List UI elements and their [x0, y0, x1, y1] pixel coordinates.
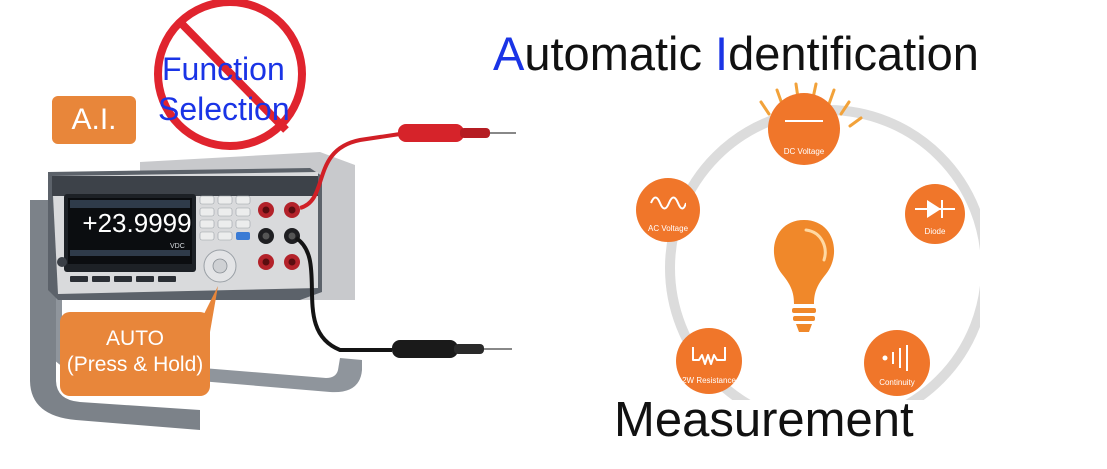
- ai-badge: A.I.: [52, 96, 136, 144]
- resistor-icon: [692, 347, 726, 365]
- multimeter-drawing: [30, 0, 516, 430]
- auto-callout-line2: (Press & Hold): [66, 353, 204, 376]
- headline-dentification: dentification: [728, 27, 979, 80]
- multimeter-illustration: [30, 0, 516, 430]
- diode-icon: [915, 200, 955, 218]
- node-diode: Diode: [905, 184, 965, 244]
- meter-display-unit: VDC: [170, 243, 185, 250]
- node-dc-voltage-label: DC Voltage: [783, 147, 825, 156]
- function-label: Function: [162, 51, 285, 87]
- node-ac-voltage: AC Voltage: [636, 178, 700, 242]
- continuity-icon: [882, 345, 908, 371]
- node-diode-label: Diode: [924, 227, 946, 236]
- bulb-icon: [773, 220, 835, 332]
- sine-wave-icon: [650, 196, 686, 210]
- meter-display-reading: +23.9999: [82, 208, 192, 238]
- headline: Automatic Identification: [493, 26, 979, 82]
- node-continuity-label: Continuity: [879, 378, 915, 387]
- node-ac-voltage-label: AC Voltage: [647, 224, 689, 233]
- measurement-word: Measurement: [614, 393, 914, 447]
- node-2w-resistance-label: 2W Resistance: [682, 376, 736, 385]
- node-dc-voltage: DC Voltage: [768, 93, 840, 165]
- dc-line-icon: [785, 120, 823, 122]
- node-continuity: Continuity: [864, 330, 930, 396]
- auto-callout: AUTO (Press & Hold): [60, 312, 210, 396]
- headline-i: I: [715, 27, 729, 80]
- node-2w-resistance: 2W Resistance: [676, 328, 742, 394]
- selection-label: Selection: [158, 91, 290, 127]
- headline-a: A: [493, 27, 525, 80]
- auto-callout-line1: AUTO: [106, 327, 164, 350]
- headline-utomatic: utomatic: [524, 27, 716, 80]
